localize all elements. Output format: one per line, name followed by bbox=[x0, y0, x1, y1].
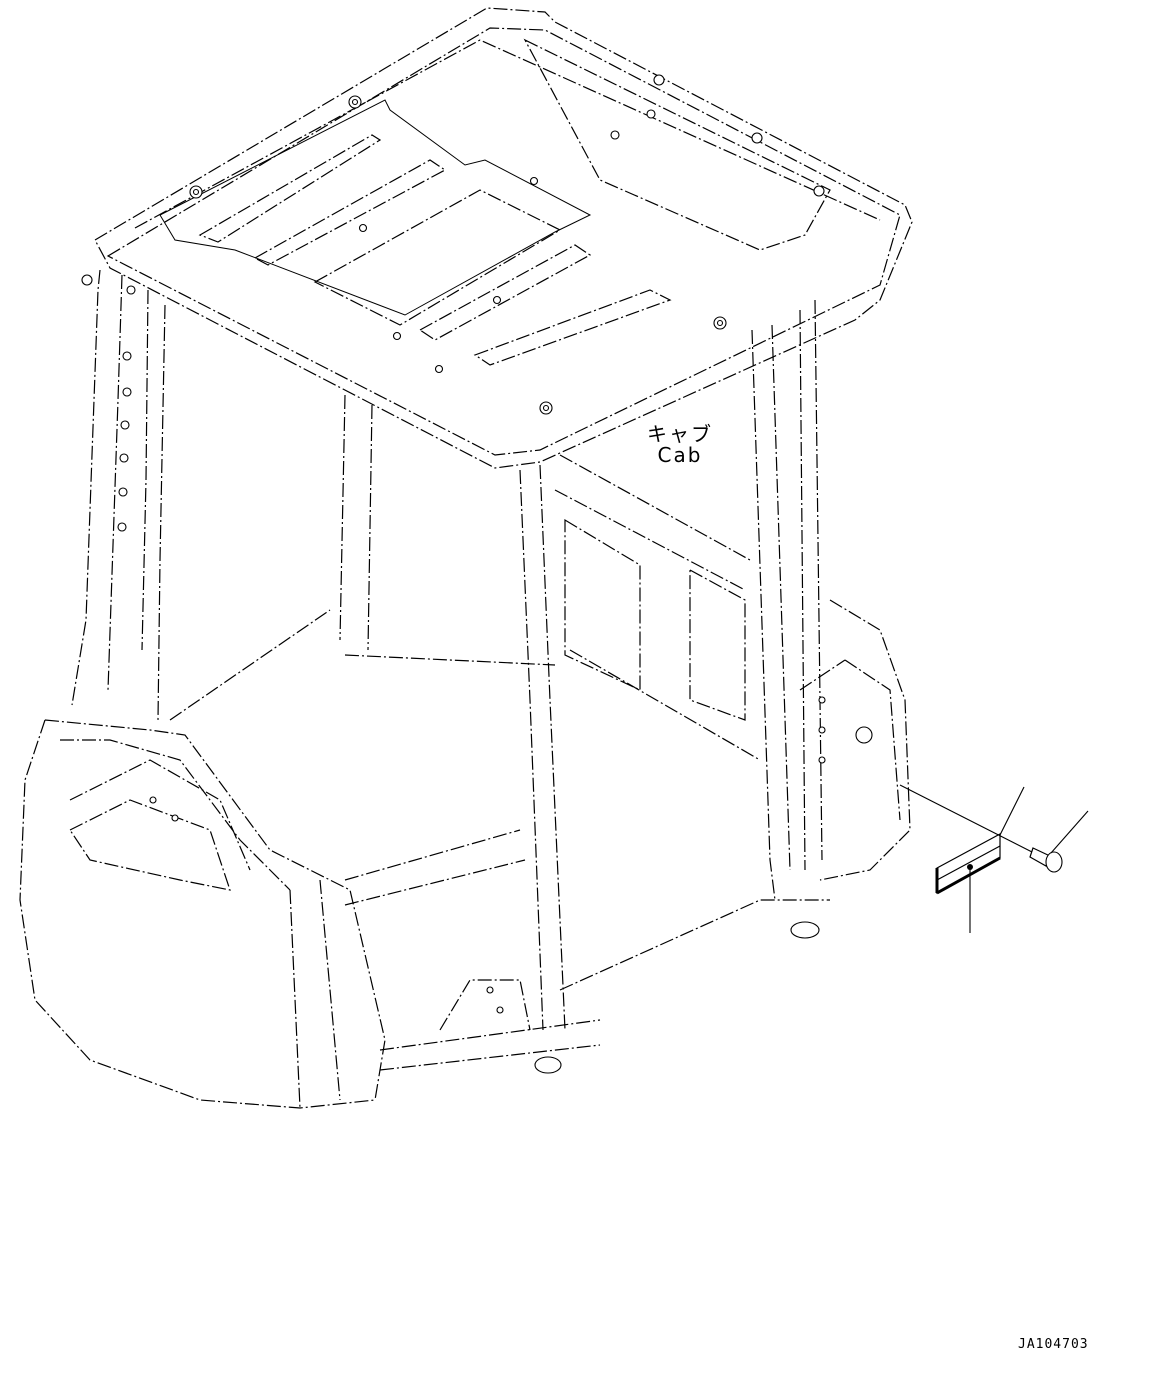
cab-body bbox=[169, 454, 911, 1074]
leader-lines bbox=[899, 784, 1089, 933]
cab-label-english: Cab bbox=[657, 443, 703, 467]
cab-pillars bbox=[71, 269, 823, 1031]
cab-roof bbox=[81, 7, 913, 469]
cab-label: キャブ Cab bbox=[640, 424, 720, 466]
drawing-id: JA104703 bbox=[1018, 1337, 1089, 1352]
rivet-part bbox=[1029, 847, 1063, 873]
nameplate-part bbox=[935, 832, 1001, 895]
cab-front-shell bbox=[19, 719, 386, 1109]
cab-label-japanese: キャブ bbox=[647, 422, 713, 446]
